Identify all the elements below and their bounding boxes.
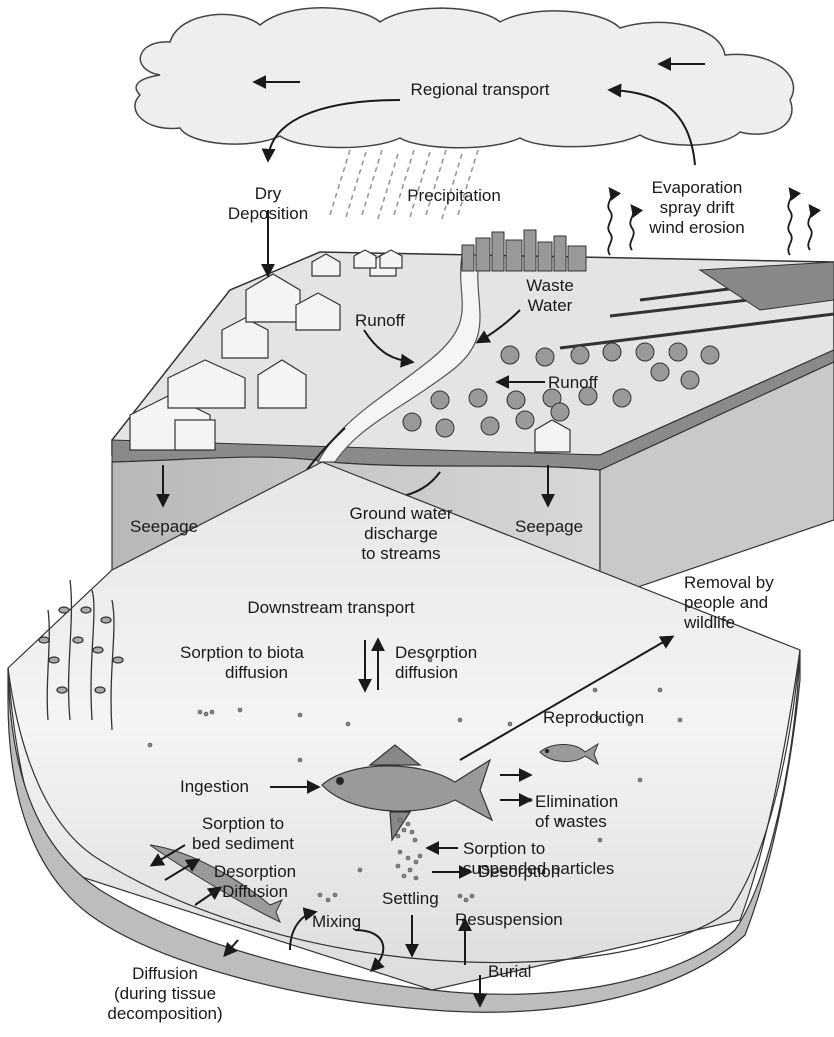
burial-label: Burial — [488, 962, 531, 982]
runoff-right-label: Runoff — [548, 373, 598, 393]
cloud — [135, 8, 794, 148]
evaporation-label: Evaporation spray drift wind erosion — [649, 178, 744, 238]
desorption-top-label: Desorption diffusion — [395, 643, 477, 683]
seepage-left-label: Seepage — [130, 517, 198, 537]
seepage-right-label: Seepage — [515, 517, 583, 537]
removal-label: Removal by people and wildlife — [684, 573, 774, 633]
sorption-bed-label: Sorption to bed sediment — [192, 814, 294, 854]
rain — [330, 150, 478, 219]
diffusion-decomposition-label: Diffusion (during tissue decomposition) — [107, 964, 222, 1024]
desorption-mid-label: Desorption — [478, 862, 560, 882]
regional-transport-label: Regional transport — [411, 80, 550, 100]
waste-water-label: Waste Water — [526, 276, 574, 316]
ingestion-label: Ingestion — [180, 777, 249, 797]
runoff-left-label: Runoff — [355, 311, 405, 331]
resuspension-label: Resuspension — [455, 910, 563, 930]
precipitation-label: Precipitation — [407, 186, 501, 206]
ground-water-label: Ground water discharge to streams — [350, 504, 453, 564]
elimination-label: Elimination of wastes — [535, 792, 618, 832]
sorption-biota-label: Sorption to biota diffusion — [180, 643, 304, 683]
downstream-transport-label: Downstream transport — [247, 598, 414, 618]
desorption-bed-label: Desorption Diffusion — [214, 862, 296, 902]
reproduction-label: Reproduction — [543, 708, 644, 728]
settling-label: Settling — [382, 889, 439, 909]
mixing-label: Mixing — [312, 912, 361, 932]
dry-deposition-label: Dry Deposition — [228, 184, 308, 224]
